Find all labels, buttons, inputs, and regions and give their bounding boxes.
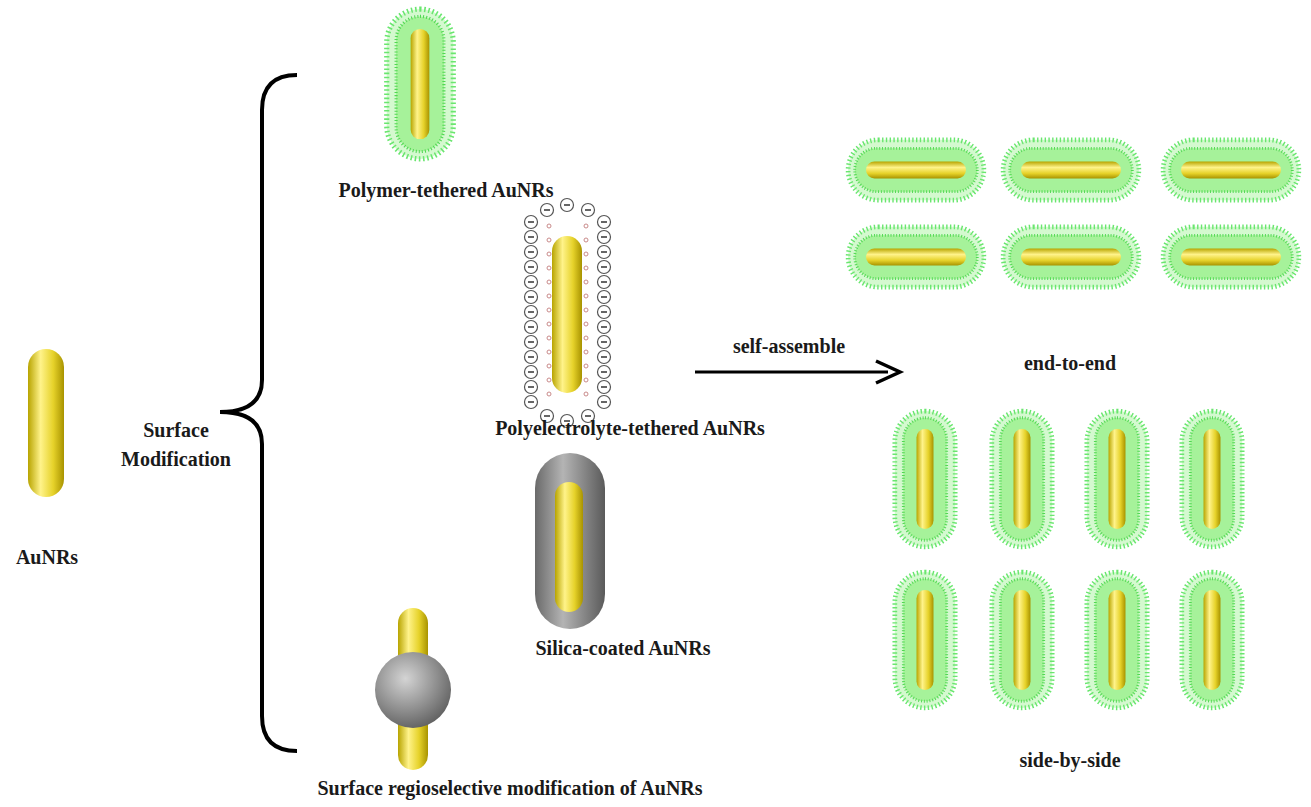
caption-label: Silica-coated AuNRs <box>536 634 711 663</box>
polyelectrolyte-tethered-rod <box>525 199 611 428</box>
step-label: Surface Modification <box>106 416 246 474</box>
arrow-label: self-assemble <box>733 332 845 361</box>
caption-label: Polyelectrolyte-tethered AuNRs <box>495 414 765 443</box>
caption-label: end-to-end <box>1024 349 1116 378</box>
silica-coated-rod <box>535 453 605 629</box>
caption-label: AuNRs <box>16 543 78 572</box>
arrow <box>695 361 900 383</box>
bracket <box>220 75 297 751</box>
caption-label: Surface regioselective modification of A… <box>317 774 702 803</box>
regioselective-rod <box>375 608 451 770</box>
polymer-tethered-rod <box>387 9 454 159</box>
caption-label: side-by-side <box>1019 746 1120 775</box>
caption-label: Polymer-tethered AuNRs <box>339 176 554 205</box>
end-to-end-assembly <box>848 140 1299 287</box>
gold-nanorod <box>28 349 64 497</box>
side-by-side-assembly <box>895 411 1242 708</box>
